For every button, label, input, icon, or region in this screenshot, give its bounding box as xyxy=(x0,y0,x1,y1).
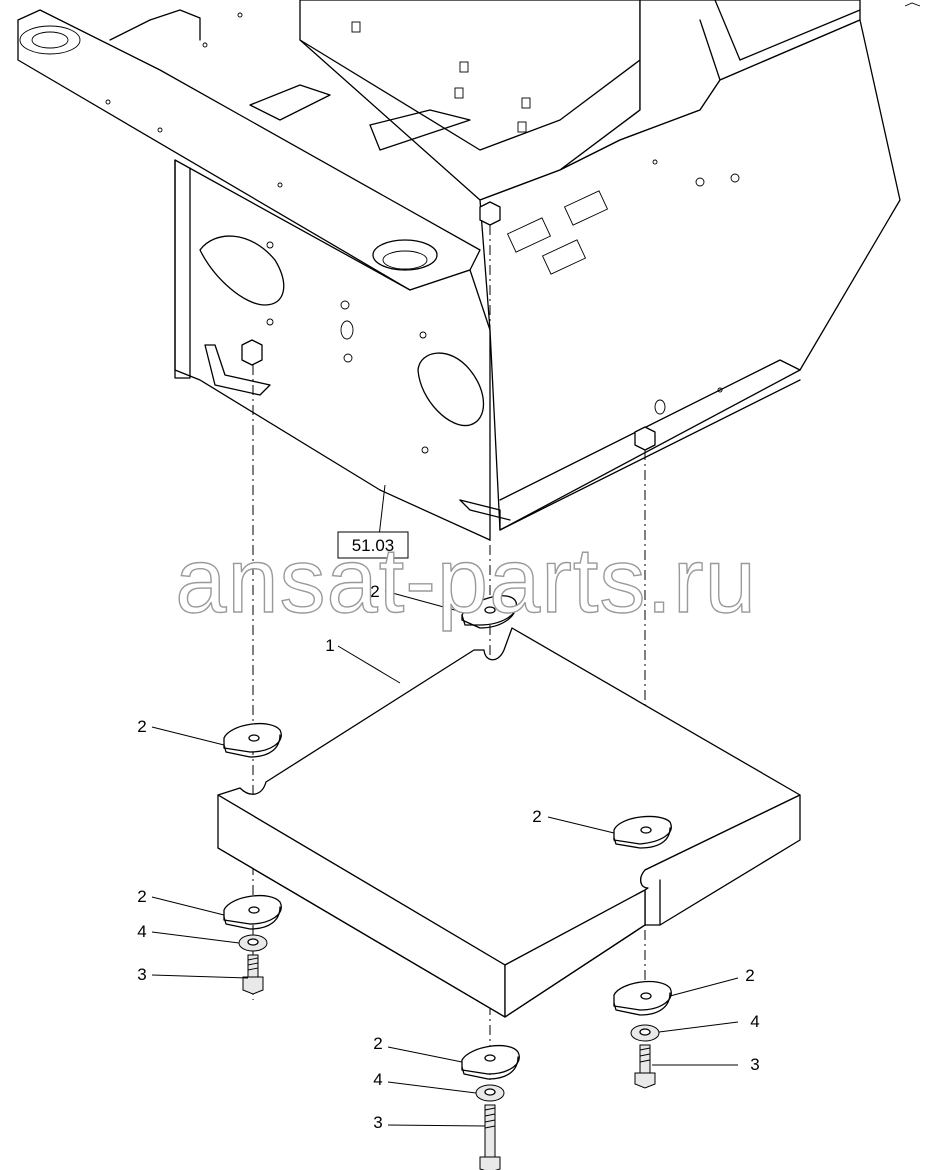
callout-labels: 2 1 2 2 2 4 3 2 4 3 2 4 3 xyxy=(137,582,759,1132)
reference-box: 51.03 xyxy=(337,531,409,559)
washer-right-top xyxy=(613,815,672,849)
washer-left-top xyxy=(223,722,282,758)
callout-plate: 1 xyxy=(325,636,334,655)
callout-center-washer-bottom: 2 xyxy=(373,1034,382,1053)
washer-right-bottom xyxy=(613,980,672,1016)
callout-right-washer-bottom: 2 xyxy=(745,966,754,985)
small-washer-center xyxy=(475,1084,505,1102)
callout-right-small-washer: 4 xyxy=(750,1012,759,1031)
callout-center-small-washer: 4 xyxy=(373,1070,382,1089)
washer-top-center xyxy=(461,595,518,629)
callout-right-bolt: 3 xyxy=(750,1055,759,1074)
small-washer-right xyxy=(630,1024,660,1042)
small-washers-item-4 xyxy=(238,934,660,1102)
washer-left-bottom xyxy=(223,894,282,930)
bolt-left xyxy=(242,954,264,995)
leader-lines xyxy=(151,590,739,1127)
callout-left-washer-top: 2 xyxy=(137,717,146,736)
callout-left-washer-bottom: 2 xyxy=(137,887,146,906)
small-washer-left xyxy=(238,934,268,952)
callout-left-bolt: 3 xyxy=(137,965,146,984)
callout-top-washer: 2 xyxy=(370,582,379,601)
machine-frame xyxy=(17,0,901,546)
callout-left-small-washer: 4 xyxy=(137,922,146,941)
washers-item-2 xyxy=(223,595,672,1080)
bolt-center xyxy=(479,1104,501,1170)
callout-center-bolt: 3 xyxy=(373,1113,382,1132)
watermark-text: ansat-parts.ru xyxy=(175,530,757,632)
bolt-right xyxy=(634,1044,656,1089)
callout-right-washer-top: 2 xyxy=(532,807,541,826)
bolts-item-3 xyxy=(242,954,656,1170)
counterweight-plate xyxy=(217,627,801,1018)
corner-mark xyxy=(904,2,921,7)
reference-box-label: 51.03 xyxy=(352,536,395,555)
washer-center-bottom xyxy=(461,1044,520,1080)
